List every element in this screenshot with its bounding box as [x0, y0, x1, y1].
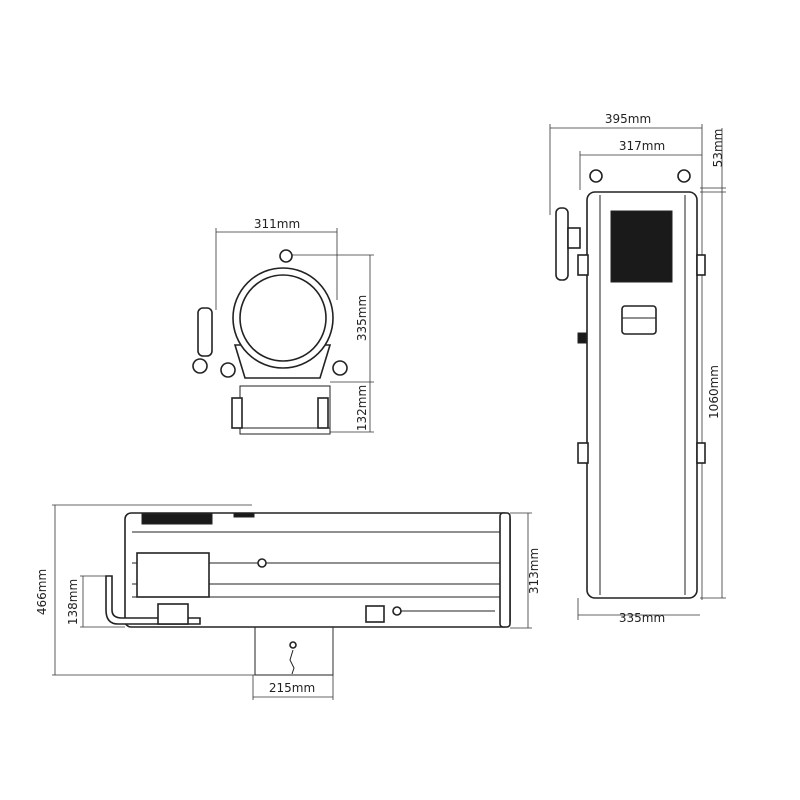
front-stand-height-label: 132mm	[355, 385, 369, 431]
side-handle-height-label: 138mm	[66, 579, 80, 625]
top-handle-offset-label: 53mm	[711, 129, 725, 168]
front-view: 311mm 335mm 132mm	[192, 217, 374, 435]
side-view: 466mm 138mm 313mm 215mm	[35, 504, 541, 700]
side-stand-width-label: 215mm	[269, 681, 315, 695]
top-length-label: 1060mm	[707, 365, 721, 419]
top-handle-span-label: 317mm	[619, 139, 665, 153]
side-body-height-label: 313mm	[527, 548, 541, 594]
side-overall-height-label: 466mm	[35, 569, 49, 615]
front-height-label: 335mm	[355, 295, 369, 341]
top-view: 395mm 317mm 53mm 1060mm 335mm	[549, 112, 726, 625]
front-width-label: 311mm	[254, 217, 300, 231]
top-overall-width-label: 395mm	[605, 112, 651, 126]
top-body-width-label: 335mm	[619, 611, 665, 625]
